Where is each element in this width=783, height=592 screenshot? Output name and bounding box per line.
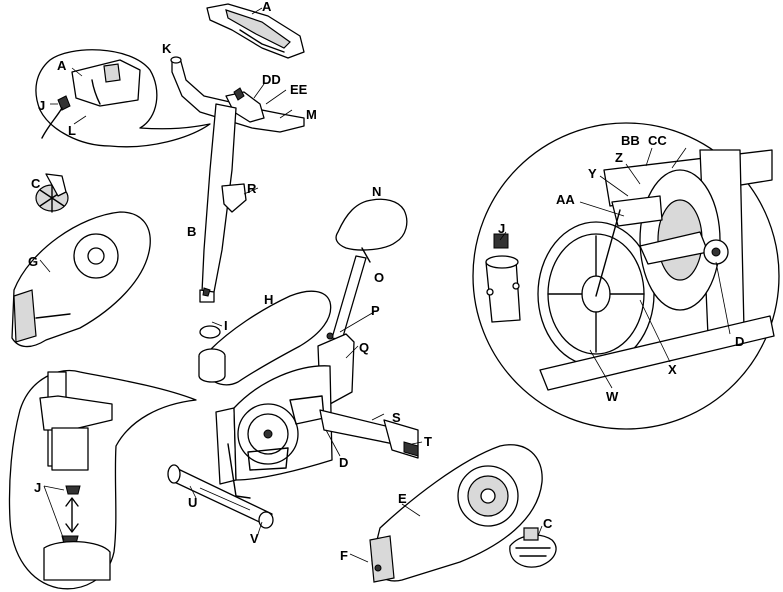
seat-post-part [331,255,367,341]
label-T: T [424,434,432,449]
label-CC: CC [648,133,667,148]
label-L: L [68,123,76,138]
label-M: M [306,107,317,122]
label-J-circle: J [498,221,505,236]
label-G: G [28,254,38,269]
label-R: R [247,181,257,196]
label-K: K [162,41,172,56]
seat-part [335,198,408,251]
label-O: O [374,270,384,285]
lower-inset-bubble [8,369,197,590]
main-frame-part [167,365,419,529]
label-A-console: A [262,0,272,14]
right-chain-cover-part [369,444,543,583]
label-Z: Z [615,150,623,165]
label-Q: Q [359,340,369,355]
console-part [206,3,305,59]
label-B: B [187,224,196,239]
upright-tube-part [199,103,237,303]
label-E: E [398,491,407,506]
label-A-inset: A [57,58,67,73]
label-H: H [264,292,273,307]
label-F: F [340,548,348,563]
label-W: W [606,389,619,404]
detail-circle [472,122,780,430]
right-pedal-part [509,527,557,568]
label-C-left: C [31,176,41,191]
bottle-holder-part [221,183,247,213]
left-pedal-part [35,173,69,213]
label-J-inset: J [38,98,45,113]
label-X: X [668,362,677,377]
label-Y: Y [588,166,597,181]
label-V: V [250,531,259,546]
handlebar-part [170,56,305,133]
label-J-lower: J [34,480,41,495]
leader-lines [39,67,731,563]
label-DD: DD [262,72,281,87]
label-C-right: C [543,516,553,531]
left-chain-cover-part [11,211,151,348]
collar-part [199,325,221,339]
label-U: U [188,495,197,510]
label-S: S [392,410,401,425]
label-D-circle: D [735,334,744,349]
top-cover-part [207,290,332,386]
label-I: I [224,318,228,333]
label-P: P [371,303,380,318]
label-N: N [372,184,381,199]
callout-labels: A K DD EE M A J L C G R B N O H I P Q S … [28,0,744,563]
label-AA: AA [556,192,575,207]
label-D-main: D [339,455,348,470]
label-EE: EE [290,82,308,97]
label-BB: BB [621,133,640,148]
